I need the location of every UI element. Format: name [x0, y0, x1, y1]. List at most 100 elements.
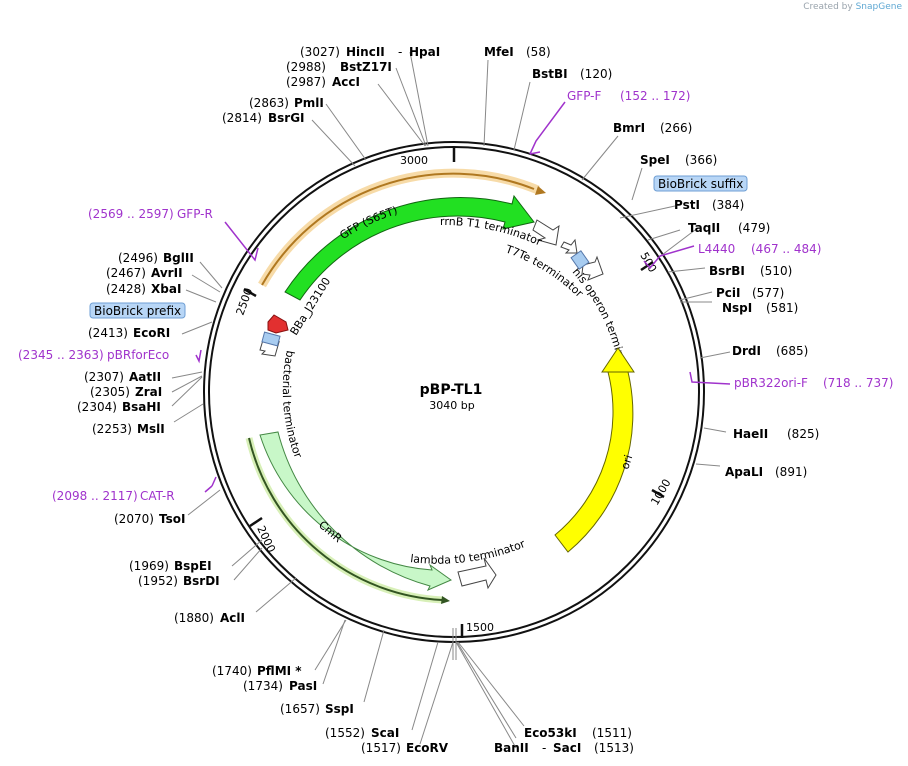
- site-position: (266): [660, 121, 692, 135]
- site-name: HpaI: [409, 45, 440, 59]
- site-name: AccI: [332, 75, 360, 89]
- site-name: BsaHI: [122, 400, 161, 414]
- feature-cmr: CmR: [245, 431, 453, 604]
- site-name: SacI: [553, 741, 581, 755]
- primer-marks: [195, 101, 731, 493]
- separator: -: [398, 45, 402, 59]
- site-name: EcoRV: [406, 741, 449, 755]
- site-name: EcoRI: [133, 326, 170, 340]
- site-name: AvrII: [151, 266, 183, 280]
- site-position: (1740): [212, 664, 252, 678]
- site-position: (1517): [361, 741, 401, 755]
- primer-position: (2098 .. 2117): [52, 489, 138, 503]
- site-position: (120): [580, 67, 612, 81]
- tick-marks: [243, 148, 665, 638]
- site-name: MslI: [137, 422, 165, 436]
- site-position: (685): [776, 344, 808, 358]
- site-position: (2987): [286, 75, 326, 89]
- primer-name: GFP-R: [177, 207, 213, 221]
- site-name: XbaI: [151, 282, 181, 296]
- site-position: (479): [738, 221, 770, 235]
- snapgene-credit: Created by SnapGene: [803, 2, 902, 12]
- tick-label-1500: 1500: [466, 621, 494, 634]
- site-position: (577): [752, 286, 784, 300]
- site-tick-marks: [452, 628, 457, 660]
- site-name: BsrGI: [268, 111, 305, 125]
- site-name: TsoI: [159, 512, 185, 526]
- biobrick-prefix-marker: [261, 331, 281, 347]
- site-position: (2305): [90, 385, 130, 399]
- site-position: (2988): [286, 60, 326, 74]
- site-name: BstZ17I: [340, 60, 392, 74]
- site-position: (1552): [325, 726, 365, 740]
- site-position: (366): [685, 153, 717, 167]
- site-position: (1511): [592, 726, 632, 740]
- site-position: (2863): [249, 96, 289, 110]
- feature-label-bacterial: bacterial terminator: [280, 349, 305, 460]
- site-name: PstI: [674, 198, 700, 212]
- primer-name: CAT-R: [140, 489, 175, 503]
- site-position: (581): [766, 301, 798, 315]
- site-name: PmlI: [294, 96, 324, 110]
- site-position: (1969): [129, 559, 169, 573]
- biobrick-prefix-box: [89, 302, 186, 319]
- biobrick-prefix-label: BioBrick prefix: [94, 304, 181, 318]
- site-name: ApaLI: [725, 465, 763, 479]
- tick-label-1000: 1000: [648, 477, 673, 508]
- right-site-labels: MfeI (58) BstBI (120) GFP-F (152 .. 172)…: [484, 45, 893, 755]
- site-position: (2307): [84, 370, 124, 384]
- site-position: (3027): [300, 45, 340, 59]
- biobrick-suffix-label: BioBrick suffix: [658, 177, 743, 191]
- site-name: Eco53kI: [524, 726, 577, 740]
- site-name: SspI: [325, 702, 354, 716]
- site-name: PflMI *: [257, 664, 302, 678]
- site-name: SpeI: [640, 153, 670, 167]
- site-position: (1657): [280, 702, 320, 716]
- primer-position: (2569 .. 2597): [88, 207, 174, 221]
- site-position: (2814): [222, 111, 262, 125]
- site-position: (2496): [118, 251, 158, 265]
- primer-name: pBR322ori-F: [734, 376, 808, 390]
- site-position: (2070): [114, 512, 154, 526]
- site-name: BanII: [494, 741, 529, 755]
- tick-label-2500: 2500: [234, 286, 256, 317]
- site-name: BglII: [163, 251, 194, 265]
- site-position: (825): [787, 427, 819, 441]
- site-name: BsrBI: [709, 264, 745, 278]
- site-name: HaeII: [733, 427, 768, 441]
- site-position: (2253): [92, 422, 132, 436]
- site-position: (1734): [243, 679, 283, 693]
- plasmid-length: 3040 bp: [429, 399, 474, 412]
- plasmid-name: pBP-TL1: [420, 382, 483, 398]
- feature-label-cmr: CmR: [316, 518, 345, 545]
- primer-position: (718 .. 737): [823, 376, 893, 390]
- site-position: (384): [712, 198, 744, 212]
- site-position: (1880): [174, 611, 214, 625]
- left-site-labels: (3027) HincII - HpaI (2988) BstZ17I (298…: [18, 45, 546, 755]
- site-position: (510): [760, 264, 792, 278]
- feature-label-lambda: lambda t0 terminator: [410, 537, 528, 567]
- primer-position: (467 .. 484): [751, 242, 821, 256]
- site-name: HincII: [346, 45, 385, 59]
- site-position: (2467): [106, 266, 146, 280]
- site-name: ZraI: [135, 385, 162, 399]
- feature-label-ori: ori: [618, 453, 635, 471]
- site-name: NspI: [722, 301, 752, 315]
- site-name: ScaI: [371, 726, 399, 740]
- site-position: (2413): [88, 326, 128, 340]
- site-position: (891): [775, 465, 807, 479]
- biobrick-suffix-marker: [570, 250, 590, 270]
- site-position: (1513): [594, 741, 634, 755]
- feature-ori: ori: [554, 347, 635, 553]
- separator: -: [542, 741, 546, 755]
- site-position: (1952): [138, 574, 178, 588]
- biobrick-suffix-box: [653, 175, 748, 192]
- site-name: TaqII: [688, 221, 720, 235]
- site-name: PasI: [289, 679, 317, 693]
- primer-name: GFP-F: [567, 89, 602, 103]
- site-name: AclI: [220, 611, 245, 625]
- site-name: BmrI: [613, 121, 645, 135]
- site-position: (2304): [77, 400, 117, 414]
- site-name: AatII: [129, 370, 161, 384]
